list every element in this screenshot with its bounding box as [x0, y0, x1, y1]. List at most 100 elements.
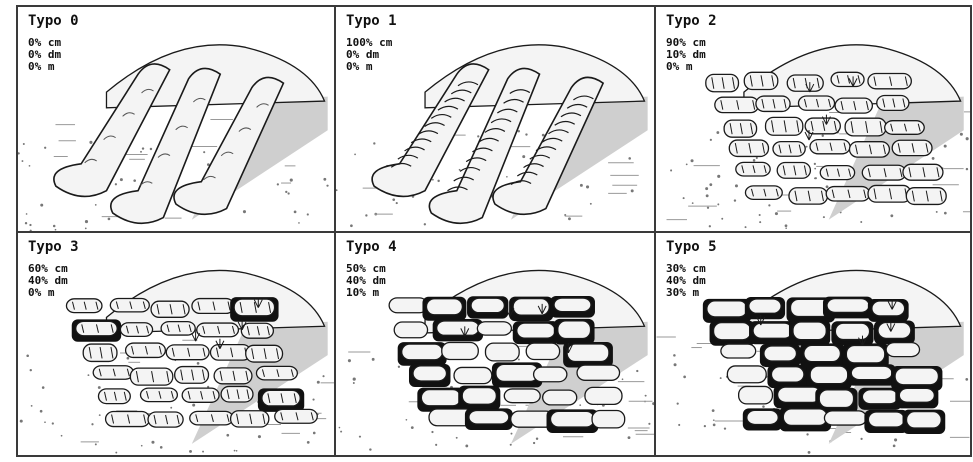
rock-block	[872, 301, 905, 316]
ground-speck	[823, 216, 825, 218]
ground-speck	[806, 146, 808, 148]
ground-speck	[95, 443, 97, 445]
rock-block	[454, 367, 492, 383]
ground-speck	[814, 163, 816, 165]
ground-speck	[26, 354, 29, 357]
ground-speck	[753, 159, 756, 162]
ground-speck	[339, 427, 341, 429]
ground-speck	[759, 221, 761, 223]
ground-speck	[673, 354, 676, 357]
ground-speck	[85, 220, 88, 223]
ground-speck	[683, 376, 686, 379]
rock-block	[513, 299, 549, 316]
ground-speck	[510, 444, 512, 446]
ground-speck	[814, 168, 816, 170]
rock-block	[789, 188, 827, 204]
ground-speck	[652, 402, 654, 405]
ground-speck	[353, 378, 356, 381]
ground-speck	[294, 211, 297, 214]
rock-block	[585, 387, 622, 404]
ground-speck	[348, 359, 351, 362]
rock-block	[885, 121, 925, 135]
ground-speck	[860, 221, 862, 223]
ground-speck	[628, 436, 631, 439]
ground-speck	[285, 191, 287, 193]
ground-speck	[628, 157, 631, 160]
rock-block	[753, 323, 792, 338]
ground-speck	[142, 147, 144, 149]
ground-speck	[705, 187, 708, 190]
rock-block	[592, 411, 625, 428]
rock-block	[906, 188, 946, 205]
ground-speck	[298, 222, 300, 224]
rock-block	[197, 323, 239, 337]
rock-block	[845, 118, 886, 136]
ground-speck	[55, 229, 57, 231]
panel-typo-5: Typo 5 30% cm 40% dm 30% m	[656, 233, 970, 455]
ground-speck	[365, 214, 367, 216]
ground-speck	[822, 135, 824, 137]
ground-speck	[307, 441, 310, 444]
ground-speck	[89, 141, 92, 144]
ground-speck	[326, 185, 328, 187]
ground-speck	[720, 377, 722, 379]
ground-speck	[709, 225, 711, 227]
rock-block	[804, 345, 841, 361]
ground-speck	[716, 131, 719, 134]
ground-speck	[775, 212, 778, 215]
ground-speck	[197, 362, 200, 365]
ground-speck	[85, 228, 87, 230]
ground-speck	[140, 151, 142, 153]
rock-block	[849, 142, 889, 157]
ground-speck	[287, 192, 289, 194]
ground-speck	[170, 407, 172, 409]
ground-speck	[435, 444, 437, 446]
ground-speck	[317, 381, 320, 384]
ground-speck	[670, 169, 672, 171]
ground-speck	[692, 202, 694, 204]
ground-speck	[806, 433, 808, 435]
ground-speck	[40, 410, 43, 413]
rock-block	[543, 390, 577, 405]
ground-speck	[243, 210, 246, 213]
ground-speck	[456, 437, 458, 439]
ground-speck	[29, 165, 31, 167]
ground-speck	[44, 147, 46, 149]
rock-block	[402, 344, 443, 360]
ground-speck	[768, 204, 770, 206]
rock-block	[793, 322, 826, 340]
ground-speck	[691, 159, 694, 162]
rock-block	[778, 387, 821, 402]
panel-title: Typo 2	[666, 13, 717, 29]
rock-block	[496, 364, 538, 381]
ground-speck	[745, 226, 747, 228]
ground-speck	[721, 218, 723, 220]
ground-speck	[307, 213, 309, 215]
rock-block	[707, 301, 747, 317]
ground-speck	[115, 183, 117, 185]
rock-block	[76, 321, 117, 335]
ground-speck	[424, 223, 426, 225]
rock-block	[421, 390, 460, 406]
ground-speck	[322, 375, 324, 377]
ground-speck	[44, 421, 46, 423]
ground-speck	[406, 419, 408, 421]
panel-title: Typo 5	[666, 239, 717, 255]
ground-speck	[636, 370, 638, 372]
rock-block	[783, 409, 827, 426]
ground-speck	[437, 180, 439, 182]
ground-speck	[95, 204, 97, 206]
rock-block	[577, 365, 620, 380]
rock-block	[246, 345, 283, 362]
rock-block	[151, 301, 189, 317]
rock-block	[210, 345, 250, 360]
rock-block	[394, 322, 427, 338]
rock-block	[517, 323, 555, 338]
rock-block	[764, 346, 797, 361]
ground-speck	[704, 425, 706, 427]
rock-block	[130, 368, 172, 385]
panel-title: Typo 1	[346, 13, 397, 29]
ground-speck	[525, 133, 527, 135]
ground-speck	[706, 194, 709, 197]
ground-speck	[202, 451, 204, 453]
